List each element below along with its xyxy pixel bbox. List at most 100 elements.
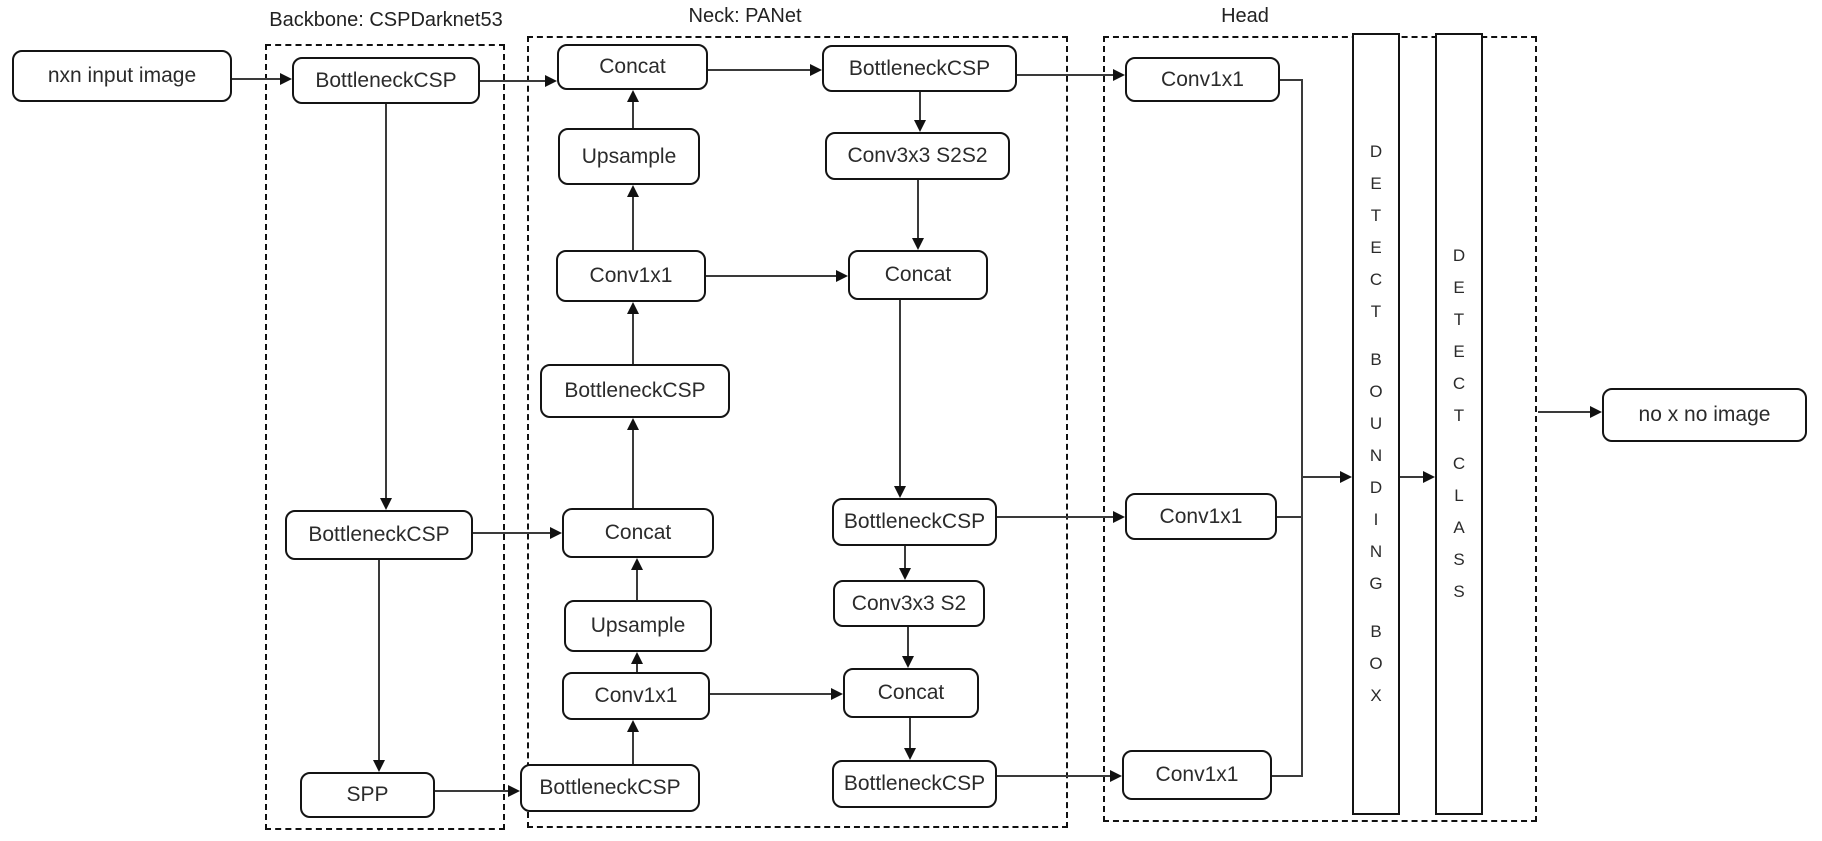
neck-section-title: Neck: PANet xyxy=(688,5,802,27)
bar-letter: O xyxy=(1369,382,1383,401)
arrow-upsample-to-concat-mid xyxy=(636,568,638,600)
line-head-bottom-out xyxy=(1272,775,1303,777)
bar-letter: D xyxy=(1369,478,1383,497)
bar-letter: D xyxy=(1452,246,1466,265)
bar-letter: E xyxy=(1453,342,1465,361)
arrow-concat-to-bncsp-bottom xyxy=(909,718,911,750)
arrow-upsample-to-concat-top xyxy=(632,100,634,128)
bar-letter: C xyxy=(1452,454,1466,473)
arrow-input-to-backbone-head xyxy=(280,72,292,85)
arrow-concat-to-bncsp-mid xyxy=(899,300,901,488)
bar-letter: T xyxy=(1453,406,1465,425)
arrow-head-to-output-head xyxy=(1590,405,1602,418)
bar-letter: E xyxy=(1453,278,1465,297)
backbone-section-title: Backbone: CSPDarknet53 xyxy=(269,9,503,31)
arrow-concat-to-bncsp-mid-head xyxy=(893,486,906,498)
backbone-section-frame xyxy=(265,44,505,830)
arrow-conv3x3s2-to-concat-head xyxy=(901,656,914,668)
bar-letter: N xyxy=(1369,542,1383,561)
arrow-conv3x3s2s2-to-concat-head xyxy=(911,238,924,250)
node-conv1x1-neck-upper: Conv1x1 xyxy=(556,250,706,302)
bar-letter: I xyxy=(1373,510,1379,529)
node-concat-mid: Concat xyxy=(562,508,714,558)
arrow-backbone-mid-to-concat-head xyxy=(550,526,562,539)
arrow-backbone-mid-down-head xyxy=(372,760,385,772)
arrow-bncsp-to-conv1x1 xyxy=(632,312,634,364)
node-bottleneckcsp-backbone-mid: BottleneckCSP xyxy=(285,510,473,560)
arrow-backbone-top-down-head xyxy=(379,498,392,510)
arrow-bncsp-to-conv1x1-lower-head xyxy=(626,720,639,732)
arrow-to-head-conv-mid-head xyxy=(1113,510,1125,523)
bar-letter: T xyxy=(1453,310,1465,329)
node-upsample-top: Upsample xyxy=(558,128,700,185)
arrow-head-to-output xyxy=(1538,411,1592,413)
node-concat-right-bottom: Concat xyxy=(843,668,979,718)
bar-letter: T xyxy=(1370,206,1382,225)
node-upsample-lower: Upsample xyxy=(564,600,712,652)
bar-letter: N xyxy=(1369,446,1383,465)
arrow-spp-to-bottleneckcsp xyxy=(435,790,510,792)
arrow-bncsp-to-conv1x1-lower xyxy=(632,730,634,764)
arrow-to-head-conv-mid xyxy=(997,516,1115,518)
node-concat-right-mid: Concat xyxy=(848,250,988,300)
arrow-concat-to-bottleneckcsp-top-head xyxy=(810,63,822,76)
bar-letter: E xyxy=(1370,238,1382,257)
arrow-conv1x1-to-upsample-lower-head xyxy=(630,652,643,664)
arrow-conv3x3s2s2-to-concat xyxy=(917,180,919,240)
arrow-backbone-top-to-concat-head xyxy=(545,74,557,87)
bar-letter: B xyxy=(1370,350,1382,369)
node-conv1x1-neck-lower: Conv1x1 xyxy=(562,672,710,720)
bar-letter: S xyxy=(1453,582,1465,601)
arrow-bncsp-to-conv3x3s2 xyxy=(904,546,906,570)
arrow-to-detect-bbox-bar xyxy=(1302,476,1342,478)
arrow-bncsp-to-conv3x3s2s2 xyxy=(919,92,921,122)
bar-letter: O xyxy=(1369,654,1383,673)
arrow-conv1x1-to-concat-bottom xyxy=(710,693,833,695)
arrow-backbone-top-down xyxy=(385,104,387,500)
node-spp: SPP xyxy=(300,772,435,818)
node-conv3x3-s2: Conv3x3 S2 xyxy=(833,580,985,627)
bar-letter: C xyxy=(1452,374,1466,393)
arrow-bbox-to-class-bar-head xyxy=(1423,470,1435,483)
arrow-upsample-to-concat-mid-head xyxy=(630,558,643,570)
node-conv3x3-s2s2: Conv3x3 S2S2 xyxy=(825,132,1010,180)
node-bottleneckcsp-neck-bottom-left: BottleneckCSP xyxy=(520,764,700,812)
node-bottleneckcsp-neck-upper: BottleneckCSP xyxy=(540,364,730,418)
arrow-conv1x1-to-concat-mid-head xyxy=(836,269,848,282)
arrow-to-head-conv-top-head xyxy=(1113,68,1125,81)
arrow-concat-to-bottleneckcsp-top xyxy=(708,69,812,71)
bar-letter: T xyxy=(1370,302,1382,321)
neck-section-frame xyxy=(527,36,1068,828)
bar-letter: X xyxy=(1370,686,1382,705)
arrow-upsample-to-concat-top-head xyxy=(626,90,639,102)
arrow-concat-to-bncsp-upper-head xyxy=(626,418,639,430)
arrow-conv1x1-to-upsample-top-head xyxy=(626,185,639,197)
head-section-title: Head xyxy=(1221,5,1269,27)
arrow-to-head-conv-top xyxy=(1017,74,1115,76)
bar-letter: D xyxy=(1369,142,1383,161)
bar-letter: B xyxy=(1370,622,1382,641)
arrow-conv1x1-to-upsample-lower xyxy=(636,662,638,672)
bar-letter: C xyxy=(1369,270,1383,289)
arrow-backbone-mid-to-concat xyxy=(473,532,552,534)
arrow-bncsp-to-conv1x1-head xyxy=(626,302,639,314)
line-head-top-out xyxy=(1280,79,1303,81)
bar-letter: S xyxy=(1453,550,1465,569)
bar-letter: A xyxy=(1453,518,1465,537)
head-section-frame xyxy=(1103,36,1537,822)
node-bottleneckcsp-backbone-top: BottleneckCSP xyxy=(292,57,480,104)
arrow-spp-to-bottleneckcsp-head xyxy=(508,784,520,797)
arrow-backbone-top-to-concat xyxy=(480,80,547,82)
node-bottleneckcsp-neck-top-right: BottleneckCSP xyxy=(822,45,1017,92)
node-conv1x1-head-mid: Conv1x1 xyxy=(1125,493,1277,540)
arrow-bncsp-to-conv3x3s2s2-head xyxy=(913,120,926,132)
arrow-concat-to-bncsp-upper xyxy=(632,428,634,508)
node-bottleneckcsp-neck-right-mid: BottleneckCSP xyxy=(832,498,997,546)
line-head-mid-out xyxy=(1277,516,1303,518)
arrow-to-head-conv-bottom-head xyxy=(1110,769,1122,782)
arrow-bncsp-to-conv3x3s2-head xyxy=(898,568,911,580)
node-conv1x1-head-bottom: Conv1x1 xyxy=(1122,750,1272,800)
arrow-conv1x1-to-concat-mid xyxy=(706,275,838,277)
